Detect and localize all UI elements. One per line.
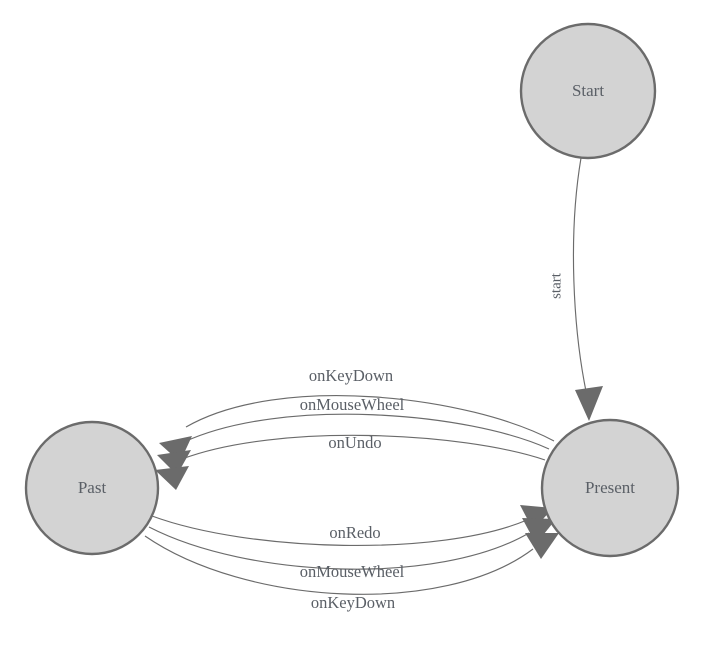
edge-present-to-past-onmousewheel-path [183,413,550,450]
edge-past-to-present-onkeydown-path [144,535,534,595]
edge-present-to-past-onmousewheel-arrowhead [157,450,191,475]
node-present-circle [540,418,680,558]
node-past[interactable]: Past [24,420,160,556]
edge-present-to-past-onkeydown-path [185,395,555,442]
edge-past-to-present-onredo[interactable]: onRedo [151,505,553,547]
edge-present-to-past-onundo-arrowhead [155,466,189,490]
edge-present-to-past-onundo-path [181,434,546,461]
edge-start-to-present[interactable]: start [548,157,603,421]
node-start-circle [519,22,657,160]
edge-past-to-present-onredo-path [151,515,528,547]
node-past-circle [24,420,160,556]
edge-past-to-present-onkeydown[interactable]: onKeyDown [144,533,559,612]
node-start[interactable]: Start [519,22,657,160]
edge-past-to-present-onmousewheel-arrowhead [522,518,556,544]
edge-present-to-past-onundo[interactable]: onUndo [155,433,546,490]
edge-past-to-present-onmousewheel-label: onMouseWheel [300,562,405,581]
edge-present-to-past-onkeydown-label: onKeyDown [309,366,393,385]
edge-past-to-present-onmousewheel[interactable]: onMouseWheel [148,518,556,581]
edge-past-to-present-onredo-label: onRedo [329,523,380,542]
edge-present-to-past-onkeydown-arrowhead [159,436,192,462]
edge-start-to-present-label: start [548,272,564,299]
edge-past-to-present-onredo-arrowhead [520,505,553,530]
edge-past-to-present-onmousewheel-path [148,526,530,570]
edge-start-to-present-arrowhead [575,386,603,421]
edge-start-to-present-path [572,157,588,397]
edge-past-to-present-onkeydown-arrowhead [525,533,559,559]
edge-past-to-present-onkeydown-label: onKeyDown [311,593,395,612]
node-present[interactable]: Present [540,418,680,558]
